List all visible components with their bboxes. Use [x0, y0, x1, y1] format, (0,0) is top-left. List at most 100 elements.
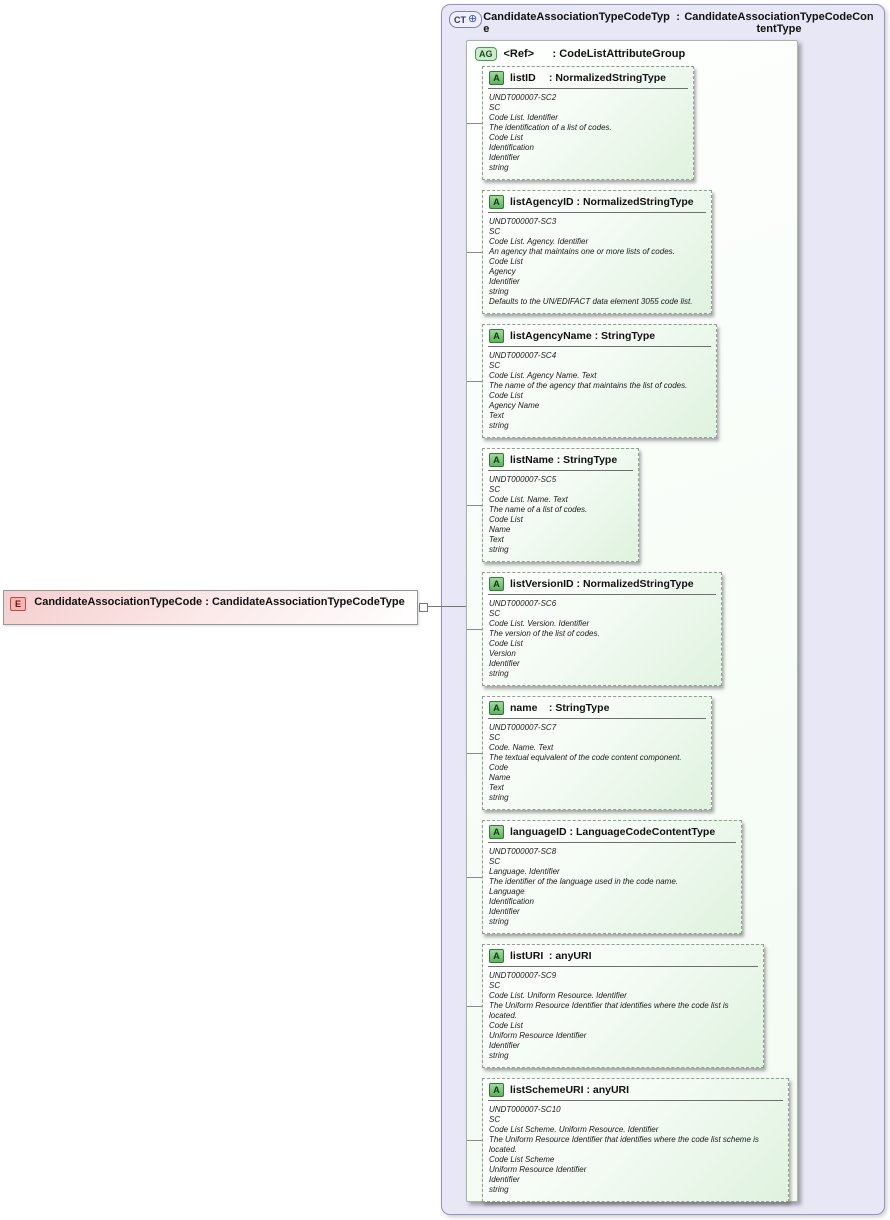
- type-separator: :: [566, 825, 576, 838]
- complex-type-header: CT ⊕ CandidateAssociationTypeCodeType : …: [442, 5, 884, 37]
- connector-line: [467, 1139, 482, 1141]
- attribute-name: listID: [510, 71, 536, 84]
- detail-line: string: [489, 287, 509, 296]
- attribute-row: A listAgencyName : StringType UNDT000007…: [467, 324, 797, 438]
- detail-line: Code List. Name. Text: [489, 495, 568, 504]
- type-separator: :: [583, 1083, 593, 1096]
- divider: [488, 842, 736, 843]
- type-separator: :: [546, 701, 556, 714]
- detail-line: An agency that maintains one or more lis…: [489, 247, 675, 256]
- circle-plus-icon[interactable]: ⊕: [468, 13, 478, 25]
- connector-line: [467, 752, 482, 754]
- connector-line: [467, 251, 482, 253]
- detail-line: The name of a list of codes.: [489, 505, 588, 514]
- connector-line: [467, 1005, 482, 1007]
- attribute-row: A listAgencyID : NormalizedStringType UN…: [467, 190, 797, 314]
- complex-type-name: CandidateAssociationTypeCodeType: [483, 11, 670, 35]
- divider: [488, 88, 688, 89]
- type-separator: :: [591, 329, 602, 342]
- detail-line: The identification of a list of codes.: [489, 123, 612, 132]
- connector-line: [428, 606, 466, 607]
- attribute-name: listSchemeURI: [510, 1083, 584, 1096]
- attribute-type: StringType: [563, 453, 618, 466]
- attribute-type: NormalizedStringType: [582, 195, 694, 208]
- detail-line: SC: [489, 1115, 501, 1124]
- attribute-box-languageID[interactable]: A languageID : LanguageCodeContentType U…: [482, 820, 742, 934]
- detail-line: Code List: [489, 391, 523, 400]
- type-separator: :: [202, 596, 212, 608]
- detail-line: SC: [489, 733, 501, 742]
- element-title: CandidateAssociationTypeCode : Candidate…: [32, 596, 408, 608]
- attribute-box-listVersionID[interactable]: A listVersionID : NormalizedStringType U…: [482, 572, 722, 686]
- attribute-group-badge: AG: [475, 47, 497, 61]
- detail-line: Code: [489, 763, 509, 772]
- attribute-row: A listVersionID : NormalizedStringType U…: [467, 572, 797, 686]
- attribute-box-listSchemeURI[interactable]: A listSchemeURI : anyURI UNDT000007-SC10…: [482, 1078, 789, 1202]
- attribute-badge-icon: A: [489, 71, 504, 85]
- detail-line: The Uniform Resource Identifier that ide…: [489, 1001, 729, 1020]
- detail-line: Code List. Version. Identifier: [489, 619, 590, 628]
- attribute-badge-icon: A: [489, 453, 504, 467]
- detail-line: Code List: [489, 1021, 523, 1030]
- type-separator: :: [549, 48, 560, 60]
- element-node[interactable]: E CandidateAssociationTypeCode : Candida…: [3, 590, 418, 625]
- detail-line: Uniform Resource Identifier: [489, 1165, 587, 1174]
- detail-line: Code List. Agency Name. Text: [489, 371, 597, 380]
- attribute-group-header: AG <Ref> : CodeListAttributeGroup: [467, 46, 797, 66]
- attribute-box-listAgencyID[interactable]: A listAgencyID : NormalizedStringType UN…: [482, 190, 712, 314]
- detail-line: SC: [489, 609, 501, 618]
- detail-line: Language: [489, 887, 525, 896]
- detail-line: Identifier: [489, 659, 520, 668]
- attribute-list: A listID : NormalizedStringType UNDT0000…: [467, 66, 797, 1202]
- detail-line: string: [489, 1185, 509, 1194]
- attribute-badge-icon: A: [489, 701, 504, 715]
- type-separator: :: [573, 195, 583, 208]
- attribute-type: NormalizedStringType: [555, 71, 666, 84]
- type-separator: :: [573, 577, 583, 590]
- detail-line: SC: [489, 103, 501, 112]
- connector-line: [467, 876, 482, 878]
- attribute-box-listAgencyName[interactable]: A listAgencyName : StringType UNDT000007…: [482, 324, 717, 438]
- detail-line: Uniform Resource Identifier: [489, 1031, 587, 1040]
- attribute-row: A listID : NormalizedStringType UNDT0000…: [467, 66, 797, 180]
- detail-line: UNDT000007-SC2: [489, 93, 557, 102]
- detail-line: string: [489, 1051, 509, 1060]
- attribute-box-listID[interactable]: A listID : NormalizedStringType UNDT0000…: [482, 66, 694, 180]
- connector-line: [467, 504, 482, 506]
- detail-line: UNDT000007-SC8: [489, 847, 557, 856]
- detail-line: Code List: [489, 515, 523, 524]
- attribute-header: A listName : StringType: [483, 449, 638, 470]
- divider: [488, 966, 758, 967]
- detail-line: UNDT000007-SC4: [489, 351, 557, 360]
- detail-line: Code List: [489, 639, 523, 648]
- attribute-name: listURI: [510, 949, 544, 962]
- attribute-badge-icon: A: [489, 825, 504, 839]
- attribute-row: A languageID : LanguageCodeContentType U…: [467, 820, 797, 934]
- detail-line: Code List. Uniform Resource. Identifier: [489, 991, 627, 1000]
- detail-line: SC: [489, 857, 501, 866]
- detail-line: Name: [489, 773, 511, 782]
- detail-line: Agency: [489, 267, 516, 276]
- attribute-header: A listAgencyID : NormalizedStringType: [483, 191, 711, 212]
- connector-square[interactable]: [419, 603, 428, 612]
- attribute-badge-icon: A: [489, 195, 504, 209]
- attribute-name: languageID: [510, 825, 567, 838]
- attribute-type: StringType: [555, 701, 610, 714]
- detail-line: string: [489, 163, 509, 172]
- attribute-type: StringType: [601, 329, 656, 342]
- detail-line: Name: [489, 525, 511, 534]
- element-type: CandidateAssociationTypeCodeType: [211, 596, 405, 608]
- detail-line: Code. Name. Text: [489, 743, 554, 752]
- complex-type-badge-label: CT: [454, 14, 466, 25]
